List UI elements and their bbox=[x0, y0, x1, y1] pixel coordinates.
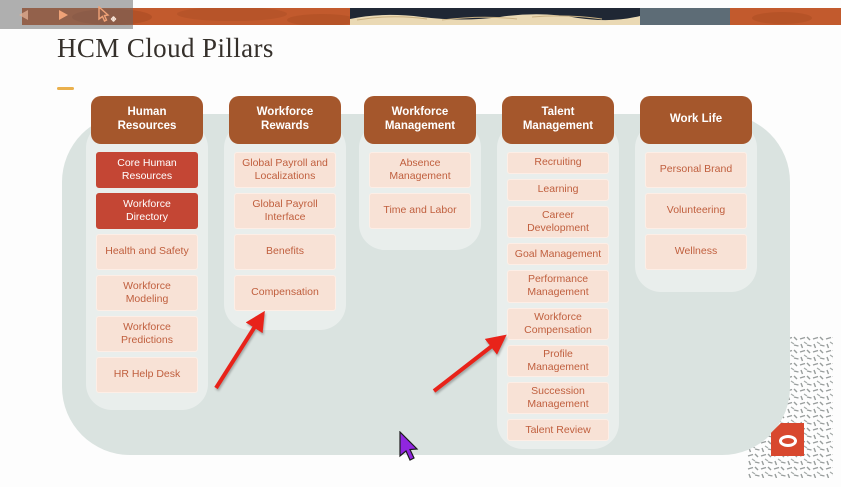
pillar-item: Personal Brand bbox=[645, 152, 747, 188]
pillar-item: Health and Safety bbox=[96, 234, 198, 270]
oracle-o-ring bbox=[778, 435, 797, 447]
pointer-move-icon[interactable] bbox=[97, 5, 117, 24]
pillar-item: Time and Labor bbox=[369, 193, 471, 229]
pillar-item: Goal Management bbox=[507, 243, 609, 266]
pillar-item: Workforce Predictions bbox=[96, 316, 198, 352]
pillar-header: Workforce Management bbox=[364, 96, 476, 144]
pillar-item: Recruiting bbox=[507, 152, 609, 174]
slide-title: HCM Cloud Pillars bbox=[57, 33, 274, 63]
pillar-item: Performance Management bbox=[507, 270, 609, 303]
pillar-item: Talent Review bbox=[507, 419, 609, 442]
next-slide-icon[interactable] bbox=[57, 8, 71, 22]
previous-slide-icon[interactable] bbox=[16, 8, 30, 22]
slideshow-toolbar bbox=[0, 0, 133, 29]
pillar-column-workforce-management: Absence Management Time and Labor bbox=[359, 122, 481, 250]
pillar-item: Absence Management bbox=[369, 152, 471, 188]
pillar-column-human-resources: Core Human Resources Workforce Directory… bbox=[86, 122, 208, 410]
pillar-item: Profile Management bbox=[507, 344, 609, 377]
pillar-header: Workforce Rewards bbox=[229, 96, 341, 144]
pillar-column-workforce-rewards: Global Payroll and Localizations Global … bbox=[224, 122, 346, 330]
pillar-item: Compensation bbox=[234, 275, 336, 311]
pillar-column-work-life: Personal Brand Volunteering Wellness bbox=[635, 122, 757, 292]
pillar-item: Wellness bbox=[645, 234, 747, 270]
oracle-logo-icon bbox=[771, 423, 804, 456]
pillar-header: Talent Management bbox=[502, 96, 614, 144]
pillar-item: Workforce Compensation bbox=[507, 307, 609, 340]
pillar-column-talent-management: Recruiting Learning Career Development G… bbox=[497, 122, 619, 449]
pillar-item: Workforce Modeling bbox=[96, 275, 198, 311]
pillar-item: Volunteering bbox=[645, 193, 747, 229]
pillar-item: Global Payroll Interface bbox=[234, 193, 336, 229]
pillar-header: Work Life bbox=[640, 96, 752, 144]
pillar-item: Succession Management bbox=[507, 382, 609, 415]
pillar-item: Core Human Resources bbox=[96, 152, 198, 188]
pillar-header: Human Resources bbox=[91, 96, 203, 144]
pillar-item: Learning bbox=[507, 179, 609, 201]
decorative-top-band bbox=[22, 8, 841, 25]
pillar-item: Benefits bbox=[234, 234, 336, 270]
pillar-item: Workforce Directory bbox=[96, 193, 198, 229]
pillar-item: HR Help Desk bbox=[96, 357, 198, 393]
pillar-item: Global Payroll and Localizations bbox=[234, 152, 336, 188]
title-accent-dash bbox=[57, 87, 74, 90]
pillar-item: Career Development bbox=[507, 206, 609, 239]
